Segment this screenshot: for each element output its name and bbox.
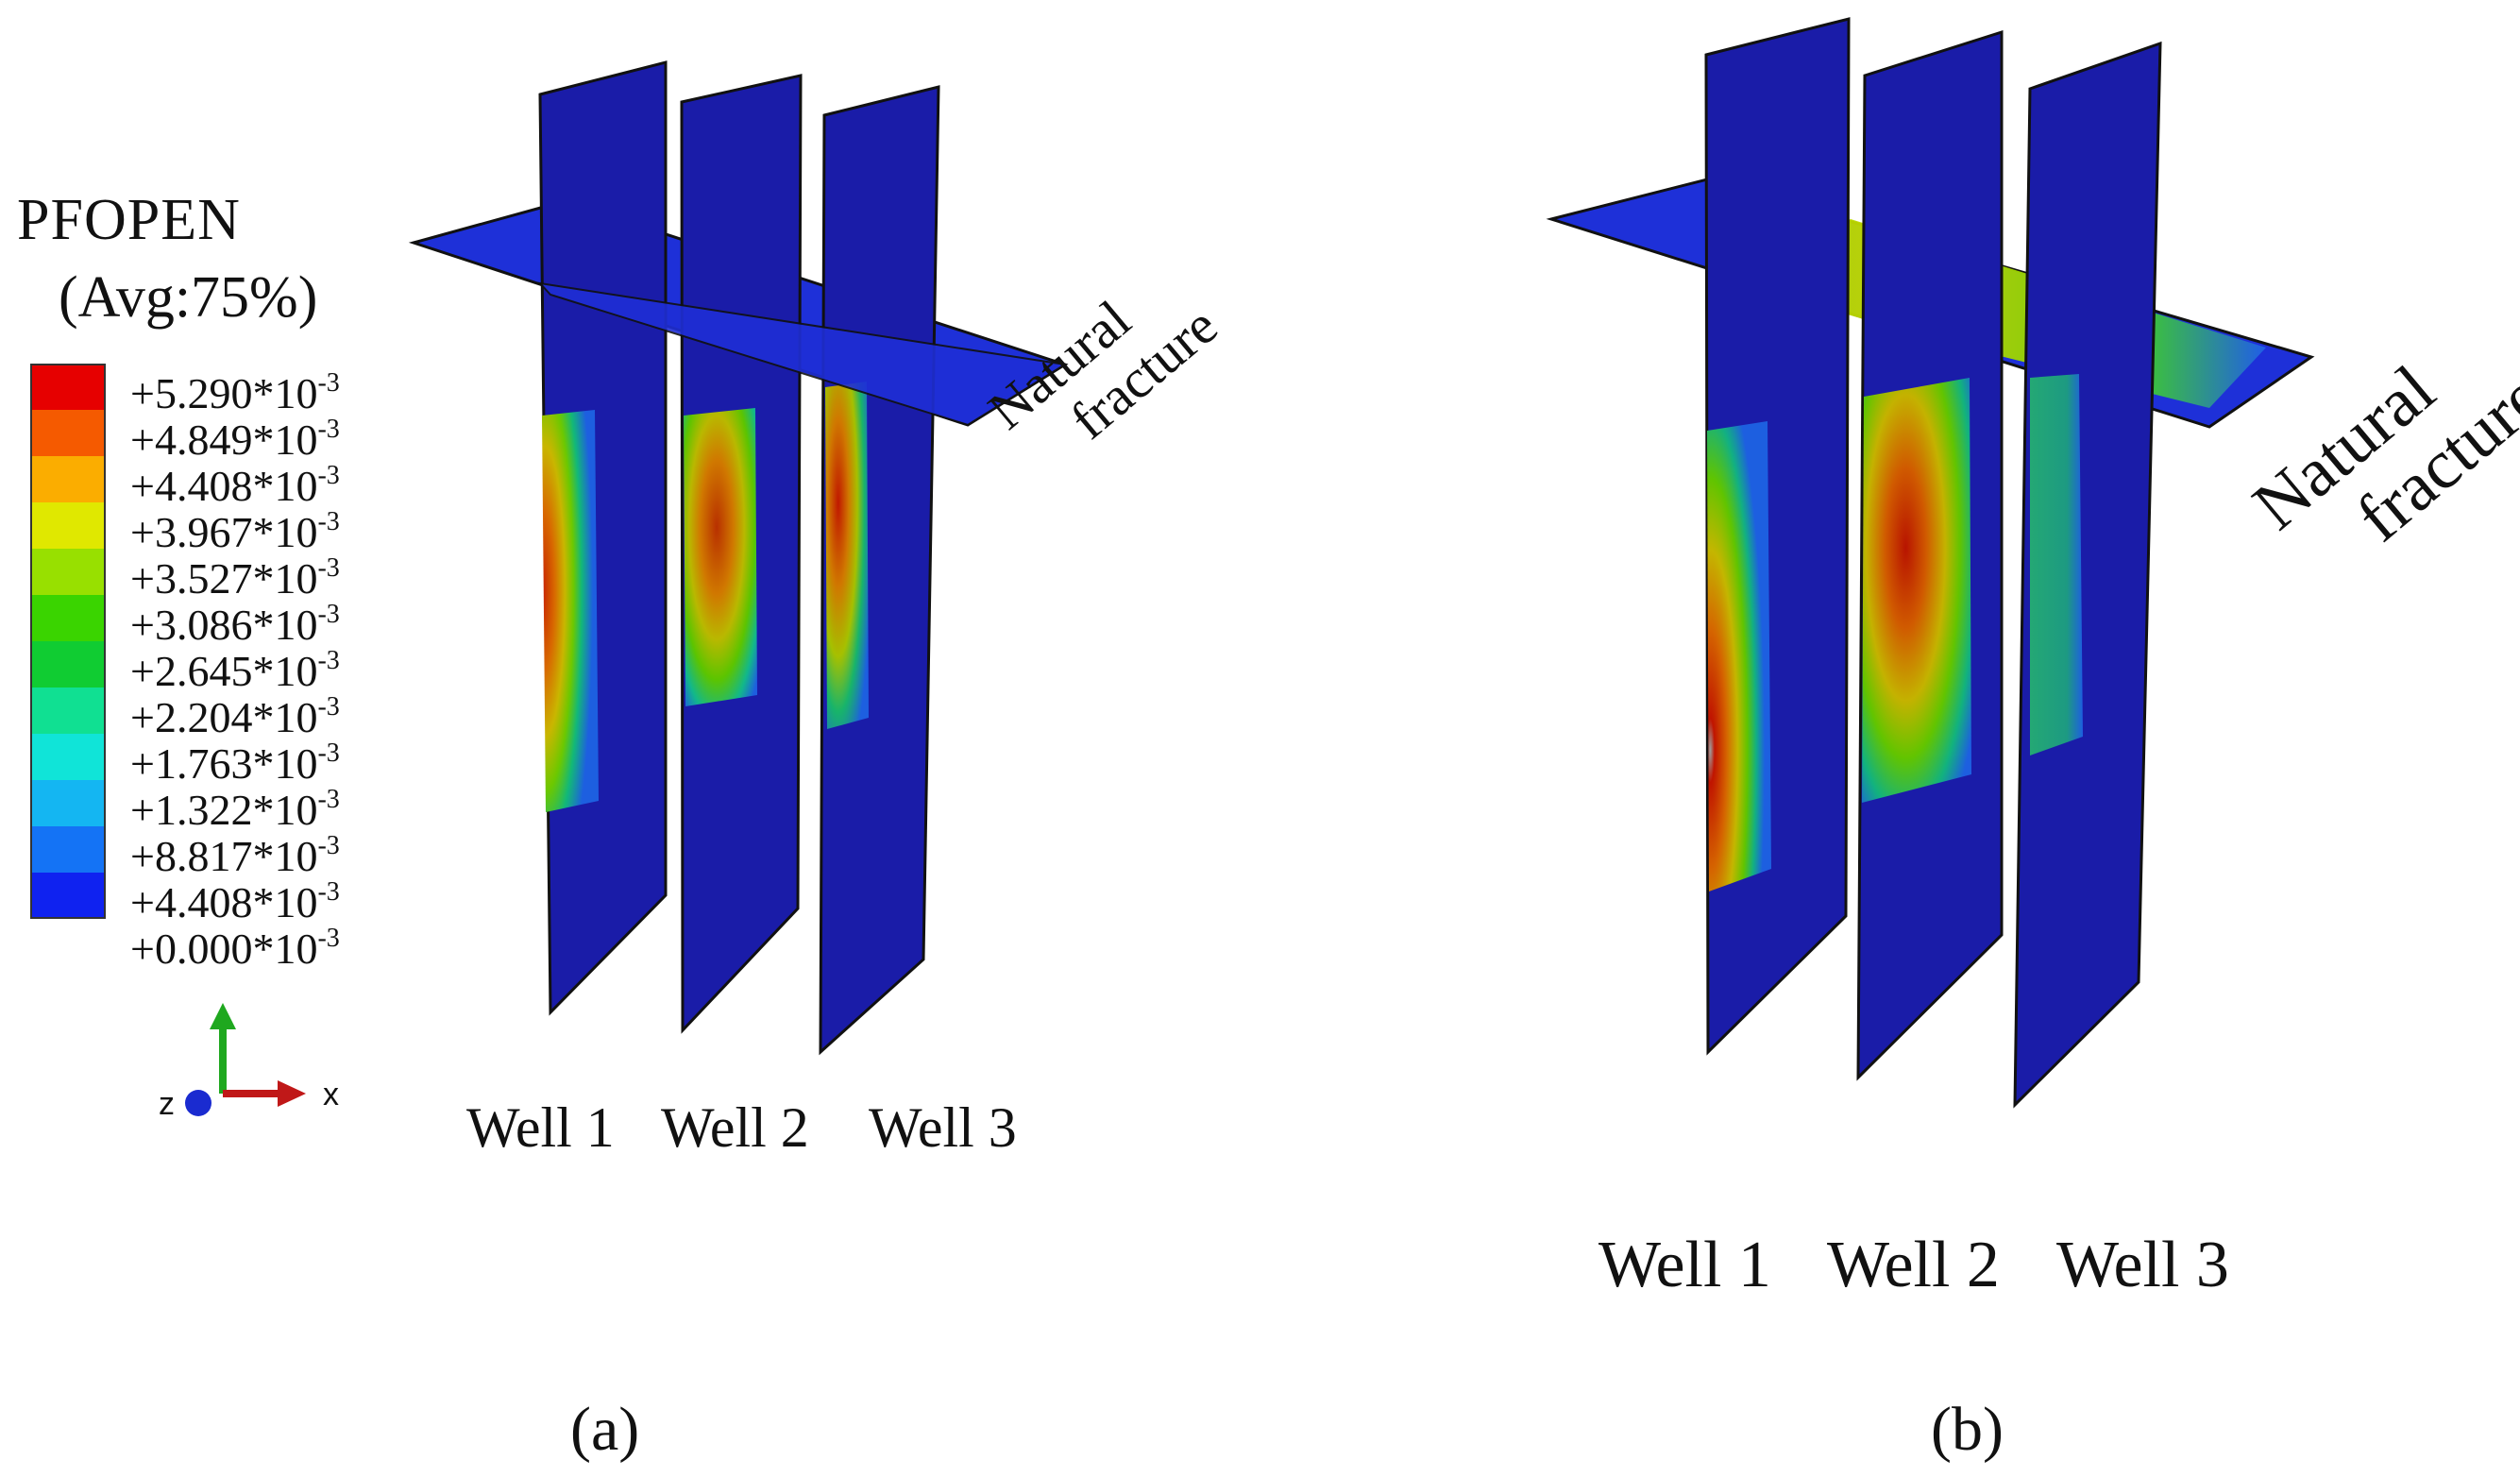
y-axis-arrowhead bbox=[210, 1003, 236, 1029]
panel-label-a: (a) bbox=[570, 1395, 640, 1464]
legend-swatch bbox=[30, 549, 106, 595]
x-axis-arrowhead bbox=[278, 1080, 306, 1107]
panel-label-b: (b) bbox=[1931, 1395, 2004, 1464]
legend-tick-label: +5.290*10-3 bbox=[130, 368, 340, 417]
well-3-label-a: Well 3 bbox=[869, 1096, 1017, 1159]
legend-tick-label: +8.817*10-3 bbox=[130, 831, 340, 880]
legend-swatch bbox=[30, 641, 106, 688]
well-1-label-a: Well 1 bbox=[466, 1096, 615, 1159]
z-axis-label: z bbox=[159, 1086, 175, 1122]
legend-tick-label: +3.967*10-3 bbox=[130, 507, 340, 556]
well-2-opening-zone-a bbox=[684, 408, 757, 706]
legend-swatch bbox=[30, 456, 106, 502]
well-3-fracture-a bbox=[819, 85, 940, 1056]
legend-tick-label: +1.322*10-3 bbox=[130, 785, 340, 834]
well-2-label-a: Well 2 bbox=[661, 1096, 809, 1159]
well-2-label-b: Well 2 bbox=[1827, 1229, 2000, 1301]
legend-tick-label: +4.408*10-3 bbox=[130, 877, 340, 926]
axis-triad bbox=[185, 1003, 306, 1116]
well-1-opening-zone-b bbox=[1707, 421, 1771, 891]
well-2-opening-zone-b bbox=[1862, 378, 1971, 803]
well-3-fracture-b bbox=[2013, 41, 2162, 1109]
legend-tick-label: +0.000*10-3 bbox=[130, 924, 340, 973]
legend-tick-label: +1.763*10-3 bbox=[130, 738, 340, 788]
well-3-opening-zone-a bbox=[825, 382, 869, 729]
legend-title: PFOPEN bbox=[17, 188, 241, 252]
legend-tick-label: +2.204*10-3 bbox=[130, 692, 340, 741]
legend-tick-label: +2.645*10-3 bbox=[130, 646, 340, 695]
legend-tick-label: +4.849*10-3 bbox=[130, 415, 340, 464]
legend-swatch bbox=[30, 688, 106, 734]
well-1-label-b: Well 1 bbox=[1598, 1229, 1771, 1301]
well-3-label-b: Well 3 bbox=[2056, 1229, 2229, 1301]
legend-swatch bbox=[30, 364, 106, 410]
well-3-opening-zone-b bbox=[2030, 374, 2083, 755]
legend-swatch bbox=[30, 826, 106, 873]
legend-swatch bbox=[30, 780, 106, 826]
legend-subtitle: (Avg:75%) bbox=[59, 265, 318, 330]
natural-fracture-front-a bbox=[537, 281, 1068, 427]
x-axis-label: x bbox=[323, 1077, 339, 1112]
well-1-opening-zone-a bbox=[542, 410, 599, 812]
legend-tick-label: +3.527*10-3 bbox=[130, 553, 340, 603]
legend-swatch bbox=[30, 595, 106, 641]
legend-tick-label: +3.086*10-3 bbox=[130, 600, 340, 649]
legend-swatch bbox=[30, 502, 106, 549]
legend-swatch bbox=[30, 873, 106, 919]
legend-tick-label: +4.408*10-3 bbox=[130, 461, 340, 510]
z-axis-dot bbox=[185, 1090, 211, 1116]
legend-swatch bbox=[30, 734, 106, 780]
legend-swatch bbox=[30, 410, 106, 456]
